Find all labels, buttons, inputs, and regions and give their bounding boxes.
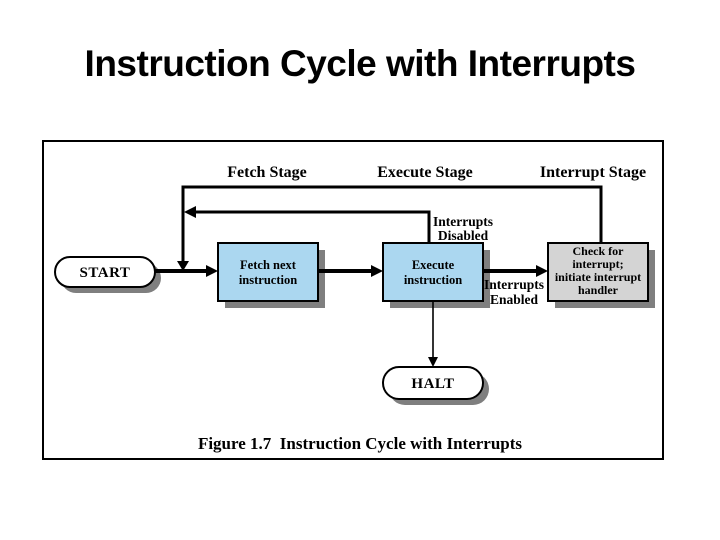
check-box-label-line4: handler: [578, 283, 619, 297]
instruction-cycle-diagram: Fetch Stage Execute Stage Interrupt Stag…: [42, 140, 664, 460]
fetch-box-label-line2: instruction: [239, 273, 297, 287]
interrupt-stage-loop-line: [181, 185, 603, 263]
figure-caption: Figure 1.7 Instruction Cycle with Interr…: [198, 434, 522, 453]
execute-box-label-line1: Execute: [412, 258, 455, 272]
interrupts-enabled-label-line1: Interrupts: [484, 277, 544, 292]
execute-box: [382, 242, 484, 302]
halt-node: [382, 366, 484, 400]
figure-frame: Fetch Stage Execute Stage Interrupt Stag…: [42, 140, 664, 460]
interrupts-disabled-label-line2: Disabled: [438, 228, 489, 243]
fetch-box-label-line1: Fetch next: [240, 258, 297, 272]
arrowhead-into-halt-icon: [428, 357, 438, 367]
stage-label-execute: Execute Stage: [377, 164, 473, 181]
stage-label-interrupt: Interrupt Stage: [540, 164, 646, 181]
check-box-label-line3: initiate interrupt: [555, 270, 641, 284]
interrupts-disabled-label-line1: Interrupts: [433, 214, 493, 229]
page-title: Instruction Cycle with Interrupts: [84, 43, 636, 84]
arrowhead-down-junction-icon: [177, 261, 189, 271]
arrowhead-into-execute-icon: [371, 265, 383, 277]
interrupts-disabled-return-line: [195, 210, 431, 243]
stage-label-fetch: Fetch Stage: [227, 164, 307, 181]
interrupts-enabled-label-line2: Enabled: [490, 292, 539, 307]
arrowhead-into-check-icon: [536, 265, 548, 277]
arrowhead-into-fetch-icon: [206, 265, 218, 277]
execute-box-label-line2: instruction: [404, 273, 462, 287]
fetch-box: [217, 242, 319, 302]
start-node-label: START: [80, 265, 131, 281]
check-interrupt-box: [547, 242, 649, 302]
start-node: [54, 256, 156, 288]
arrowhead-left-icon: [184, 206, 196, 218]
check-box-label-line1: Check for: [573, 244, 625, 258]
check-box-label-line2: interrupt;: [572, 257, 623, 271]
halt-node-label: HALT: [411, 376, 454, 392]
